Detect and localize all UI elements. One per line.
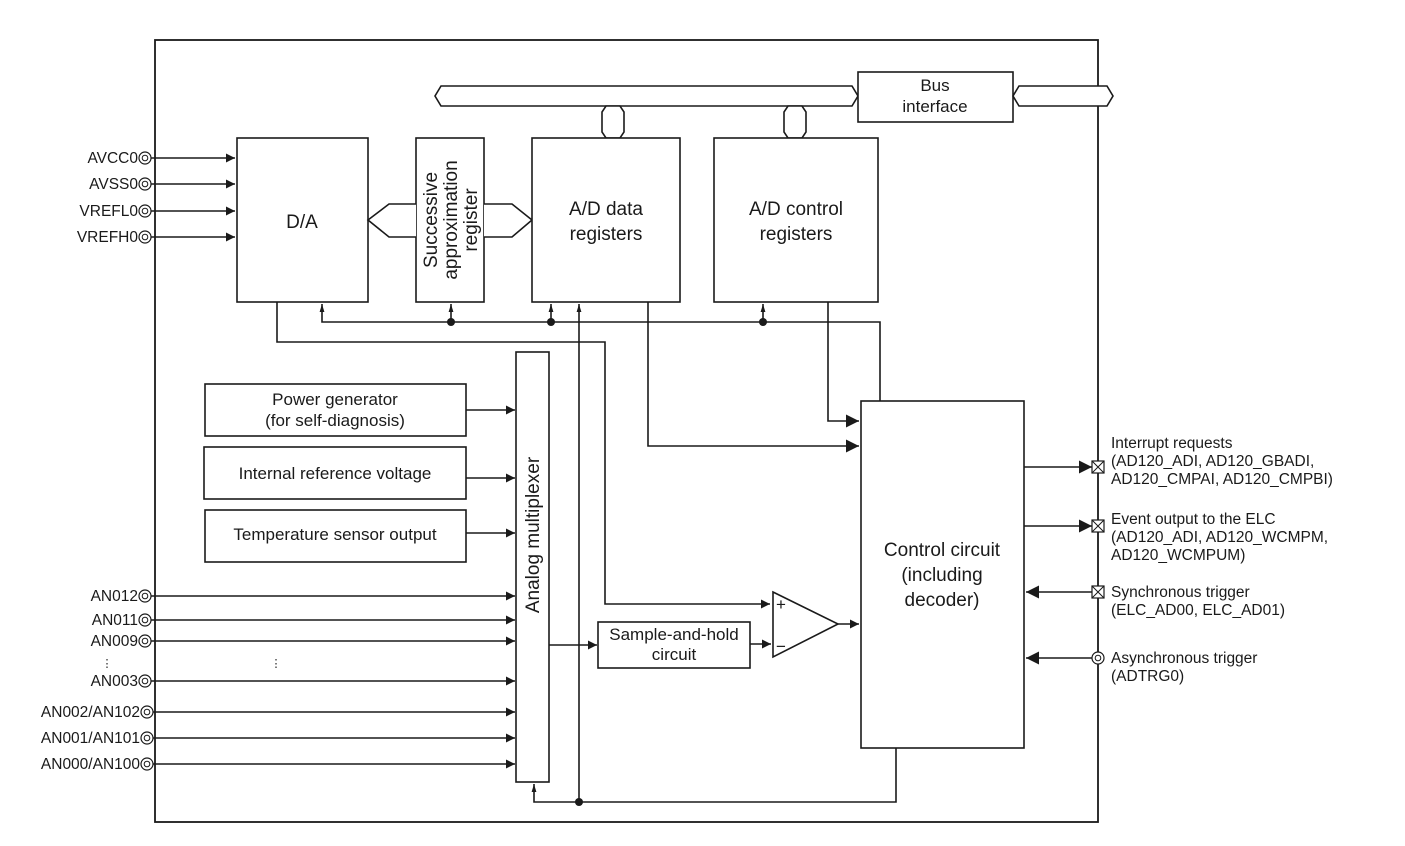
control-circuit-label-2: (including <box>901 565 982 586</box>
pin-an002-an102: AN002/AN102 <box>41 704 515 721</box>
pin-label: AN003 <box>91 673 138 690</box>
control-bus-line <box>319 304 881 401</box>
da-output-line <box>276 302 770 609</box>
external-pin-icon <box>138 204 152 218</box>
pin-label: AN002/AN102 <box>41 704 140 721</box>
pin-ellipsis: ⋮ <box>102 658 113 670</box>
external-pin-icon <box>140 731 154 745</box>
ad-control-label-2: registers <box>760 224 833 245</box>
internal-ref-block <box>203 446 467 500</box>
comparator-plus: + <box>776 595 786 614</box>
pin-an011: AN011 <box>92 612 515 629</box>
event-label-1: Event output to the ELC <box>1111 511 1276 528</box>
pin-label: AN000/AN100 <box>41 756 140 773</box>
external-pin-icon <box>138 177 152 191</box>
pin-an000-an100: AN000/AN100 <box>41 756 515 773</box>
sar-label-2: approximation <box>441 160 462 279</box>
internal-pin-icon <box>1091 460 1105 474</box>
external-pin-icon <box>1091 651 1105 665</box>
comparator <box>772 590 840 659</box>
internal-ref-label: Internal reference voltage <box>239 464 432 483</box>
sample-hold-block <box>597 621 751 669</box>
junction-dot <box>575 798 583 806</box>
pin-vrefl0: VREFL0 <box>79 203 235 220</box>
internal-bus <box>434 85 859 107</box>
junction-dot <box>759 318 767 326</box>
bus-interface-label-1: Bus <box>920 76 949 95</box>
ad-data-registers-block <box>531 137 681 303</box>
sync-trigger-label-2: (ELC_AD00, ELC_AD01) <box>1111 602 1285 619</box>
sar-addata-bus <box>484 203 534 238</box>
sync-trigger-label-1: Synchronous trigger <box>1111 584 1250 601</box>
addata-to-control <box>647 302 859 453</box>
pin-an009: AN009 <box>91 633 515 650</box>
external-pin-icon <box>138 674 152 688</box>
external-pin-icon <box>138 151 152 165</box>
power-generator-block <box>204 383 467 437</box>
control-circuit-block <box>860 400 1025 749</box>
junction-dot <box>447 318 455 326</box>
event-label-2: (AD120_ADI, AD120_WCMPM, <box>1111 529 1328 546</box>
pin-label: AVSS0 <box>89 176 138 193</box>
ad-control-label-1: A/D control <box>749 199 843 220</box>
control-to-mux-line <box>531 748 897 803</box>
power-gen-label-1: Power generator <box>272 390 398 409</box>
external-pin-icon <box>138 613 152 627</box>
pin-label: AN009 <box>91 633 138 650</box>
pin-label: VREFH0 <box>77 229 139 246</box>
adctrl-to-control <box>827 302 859 428</box>
external-pin-icon <box>138 230 152 244</box>
pin-an001-an101: AN001/AN101 <box>41 730 515 747</box>
control-circuit-label-1: Control circuit <box>884 540 1001 561</box>
temp-sensor-label: Temperature sensor output <box>233 525 436 544</box>
da-block <box>236 137 369 303</box>
junction-dot <box>547 318 555 326</box>
external-bus <box>1012 85 1114 107</box>
sar-label-1: Successive <box>421 172 442 268</box>
async-trigger-label-1: Asynchronous trigger <box>1111 650 1257 667</box>
sar-da-bus <box>366 203 416 238</box>
sample-hold-label-2: circuit <box>652 645 697 664</box>
external-pin-icon <box>140 757 154 771</box>
bus-drop-ad-control <box>783 105 807 139</box>
external-pin-icon <box>138 634 152 648</box>
pin-avss0: AVSS0 <box>89 176 235 193</box>
internal-pin-icon <box>1091 585 1105 599</box>
pin-an003: AN003 <box>91 673 515 690</box>
event-label-3: AD120_WCMPUM) <box>1111 547 1245 564</box>
analog-mux-label: Analog multiplexer <box>523 456 544 613</box>
pin-avcc0: AVCC0 <box>87 150 235 167</box>
pin-vrefh0: VREFH0 <box>77 229 235 246</box>
ad-control-registers-block <box>713 137 879 303</box>
analog-multiplexer-block <box>515 351 550 783</box>
pin-an012: AN012 <box>91 588 515 605</box>
bus-drop-ad-data <box>601 105 625 139</box>
interrupt-label-3: AD120_CMPAI, AD120_CMPBI) <box>1111 471 1333 488</box>
control-circuit-label-3: decoder) <box>905 590 980 611</box>
bus-interface-block <box>857 71 1014 123</box>
line-ellipsis: ⋮ <box>271 658 282 670</box>
bus-interface-label-2: interface <box>902 97 967 116</box>
external-pin-icon <box>140 705 154 719</box>
interrupt-label-2: (AD120_ADI, AD120_GBADI, <box>1111 453 1314 470</box>
power-gen-label-2: (for self-diagnosis) <box>265 411 405 430</box>
pin-label: VREFL0 <box>79 203 138 220</box>
ad-data-label-2: registers <box>570 224 643 245</box>
internal-pin-icon <box>1091 519 1105 533</box>
pin-label: AN011 <box>92 612 138 629</box>
pin-label: AN012 <box>91 588 138 605</box>
sar-label-3: register <box>461 188 482 252</box>
sample-hold-label-1: Sample-and-hold <box>609 625 738 644</box>
interrupt-label-1: Interrupt requests <box>1111 435 1233 452</box>
pin-label: AN001/AN101 <box>41 730 140 747</box>
comparator-minus: − <box>776 637 786 656</box>
temp-sensor-block <box>204 509 467 563</box>
module-boundary <box>154 39 1099 823</box>
ad-data-label-1: A/D data <box>569 199 643 220</box>
pin-label: AVCC0 <box>87 150 138 167</box>
da-label: D/A <box>286 212 318 233</box>
external-pin-icon <box>138 589 152 603</box>
async-trigger-label-2: (ADTRG0) <box>1111 668 1184 685</box>
